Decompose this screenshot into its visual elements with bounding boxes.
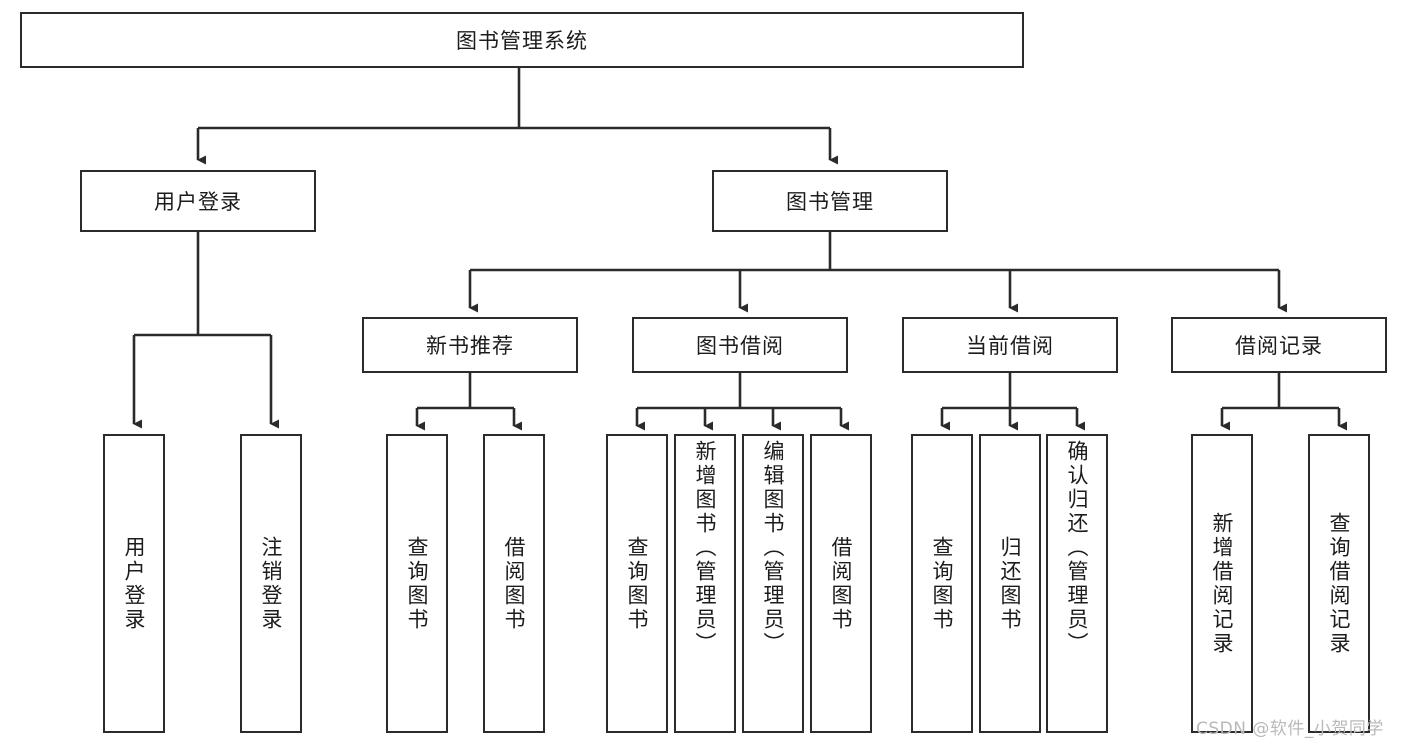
node-label: 当前借阅 — [966, 334, 1054, 358]
leaf-user-login[interactable]: 用户登录 — [103, 434, 165, 733]
node-label: 查询图书 — [405, 535, 429, 632]
node-label: 确认归还（管理员） — [1065, 440, 1089, 656]
node-label: 用户登录 — [122, 535, 146, 632]
node-label: 查询图书 — [930, 535, 954, 632]
node-label: 借阅图书 — [829, 535, 853, 632]
node-label: 借阅图书 — [502, 535, 526, 632]
leaf-borrow-book-recommend[interactable]: 借阅图书 — [483, 434, 545, 733]
leaf-edit-book-admin[interactable]: 编辑图书（管理员） — [742, 434, 804, 733]
node-label: 新增借阅记录 — [1210, 511, 1234, 656]
node-current-borrow[interactable]: 当前借阅 — [902, 317, 1118, 373]
leaf-return-book[interactable]: 归还图书 — [979, 434, 1041, 733]
node-label: 新书推荐 — [426, 334, 514, 358]
leaf-query-book-borrow[interactable]: 查询图书 — [606, 434, 668, 733]
leaf-query-book-current[interactable]: 查询图书 — [911, 434, 973, 733]
node-label: 借阅记录 — [1235, 334, 1323, 358]
leaf-user-logout[interactable]: 注销登录 — [240, 434, 302, 733]
leaf-confirm-return-admin[interactable]: 确认归还（管理员） — [1046, 434, 1108, 733]
node-user-login[interactable]: 用户登录 — [80, 170, 316, 232]
node-book-management[interactable]: 图书管理 — [712, 170, 948, 232]
node-label: 图书管理 — [786, 190, 874, 214]
leaf-add-book-admin[interactable]: 新增图书（管理员） — [674, 434, 736, 733]
leaf-query-borrow-record[interactable]: 查询借阅记录 — [1308, 434, 1370, 733]
leaf-borrow-book[interactable]: 借阅图书 — [810, 434, 872, 733]
node-book-borrow[interactable]: 图书借阅 — [632, 317, 848, 373]
leaf-add-borrow-record[interactable]: 新增借阅记录 — [1191, 434, 1253, 733]
node-label: 编辑图书（管理员） — [761, 440, 785, 656]
node-label: 图书借阅 — [696, 334, 784, 358]
node-label: 图书管理系统 — [456, 29, 588, 53]
node-root-book-management-system[interactable]: 图书管理系统 — [20, 12, 1024, 68]
node-label: 查询图书 — [625, 535, 649, 632]
node-label: 归还图书 — [998, 535, 1022, 632]
node-label: 新增图书（管理员） — [693, 440, 717, 656]
node-label: 注销登录 — [259, 535, 283, 632]
node-borrow-record[interactable]: 借阅记录 — [1171, 317, 1387, 373]
csdn-watermark: CSDN @软件_小贺同学 — [1196, 719, 1384, 739]
node-new-book-recommend[interactable]: 新书推荐 — [362, 317, 578, 373]
node-label: 用户登录 — [154, 190, 242, 214]
node-label: 查询借阅记录 — [1327, 511, 1351, 656]
leaf-query-book-recommend[interactable]: 查询图书 — [386, 434, 448, 733]
